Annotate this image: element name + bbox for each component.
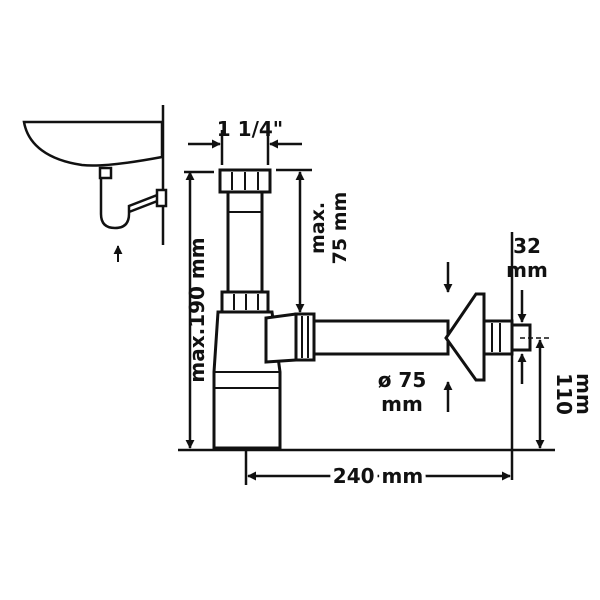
outlet-nut	[294, 312, 316, 362]
horizontal-pipe	[312, 319, 450, 356]
outlet-32-label-line1: 32	[513, 234, 541, 258]
height-75-label-line1: max.	[307, 202, 329, 254]
inset-drain	[98, 166, 113, 180]
inset-basin	[22, 120, 164, 167]
pipe-size-label: 1 1/4"	[217, 117, 283, 141]
inset-siphon	[99, 178, 162, 230]
vertical-pipe	[226, 190, 264, 294]
siphon	[212, 168, 532, 450]
rosette	[444, 292, 486, 382]
height-190-label: max.190 mm	[185, 237, 209, 382]
offset-110-label-line2: mm	[572, 373, 596, 415]
outlet-32-label-line2: mm	[506, 258, 548, 282]
wall-connector	[482, 319, 514, 356]
rosette-75-label-line2: mm	[381, 392, 423, 416]
rosette-75-label-line1: ø 75	[378, 368, 427, 392]
washbasin-inset	[22, 105, 168, 262]
offset-110-label-line1: 110	[552, 373, 576, 415]
height-75-label-line2: 75 mm	[329, 192, 351, 265]
width-240-label: 240 mm	[333, 464, 423, 488]
inset-rosette	[155, 188, 168, 208]
